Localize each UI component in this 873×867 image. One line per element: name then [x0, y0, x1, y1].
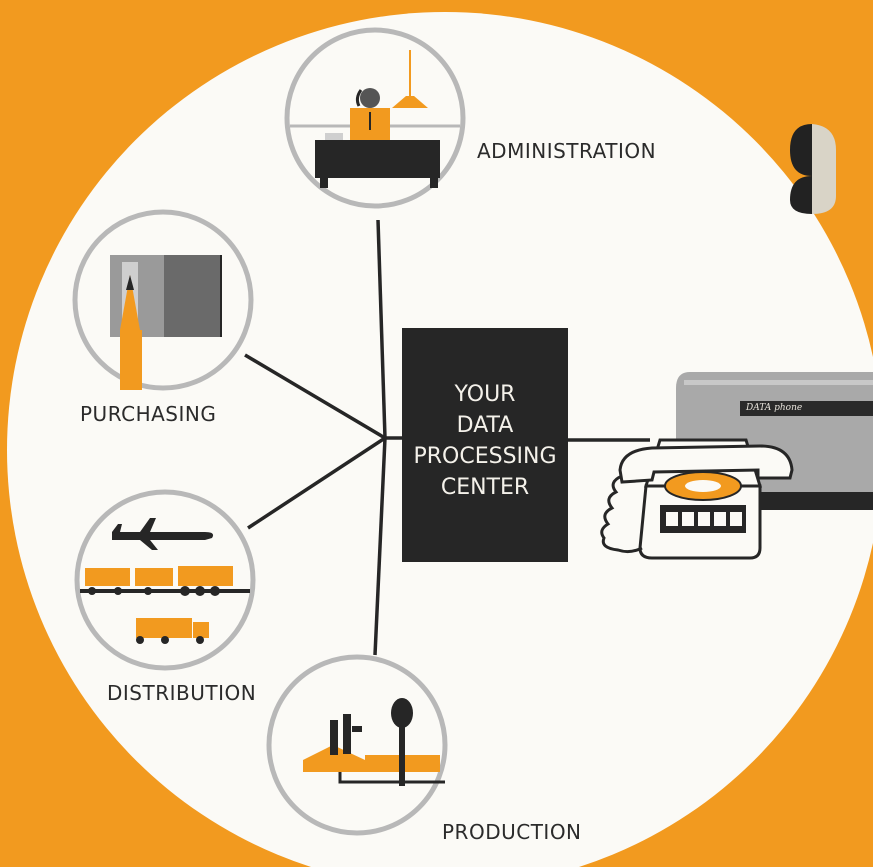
production-icon: [266, 654, 448, 836]
purchasing-label: PURCHASING: [80, 402, 217, 426]
center-line-1: YOUR: [454, 382, 516, 408]
connector-lines: [244, 219, 650, 656]
data-phone-label: DATA phone: [740, 401, 873, 416]
distribution-label: DISTRIBUTION: [107, 681, 257, 705]
administration-label: ADMINISTRATION: [477, 139, 657, 163]
center-label: YOUR DATA PROCESSING CENTER: [413, 380, 556, 503]
data-processing-center-box: YOUR DATA PROCESSING CENTER: [402, 328, 568, 562]
distribution-icon: [74, 489, 256, 671]
production-label: PRODUCTION: [442, 820, 582, 844]
center-line-3: PROCESSING: [413, 444, 557, 469]
center-line-4: CENTER: [440, 474, 530, 500]
index-tab: [790, 124, 836, 214]
administration-icon: [284, 27, 466, 209]
center-line-2: DATA: [456, 413, 514, 439]
purchasing-icon: [72, 209, 254, 391]
